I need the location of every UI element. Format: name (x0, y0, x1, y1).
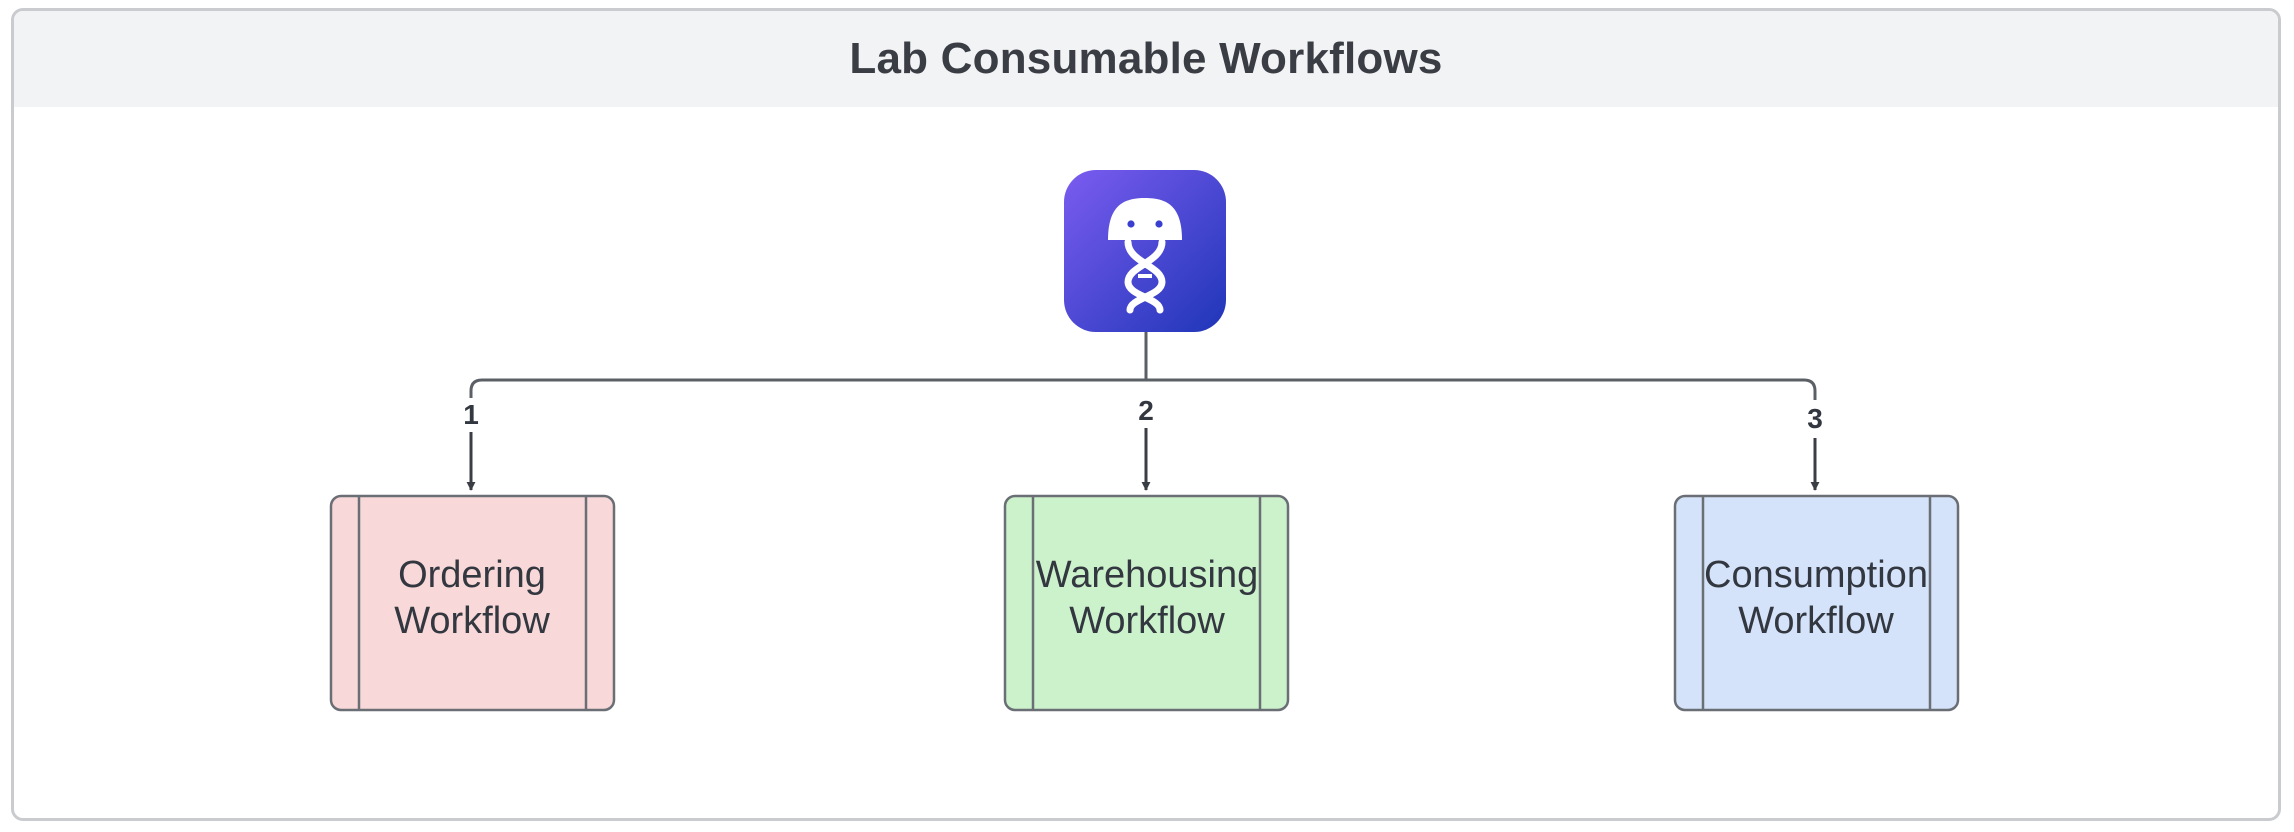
edge-label-2: 2 (1138, 395, 1154, 426)
connector-bus-right-corner (1803, 378, 1817, 392)
node-consumption-line-1: Consumption (1704, 554, 1928, 596)
edge-label-1: 1 (463, 399, 479, 430)
diagram-title: Lab Consumable Workflows (849, 34, 1443, 83)
connector-bus-left-corner (469, 378, 483, 392)
node-warehousing-line-1: Warehousing (1036, 554, 1259, 596)
node-warehousing-workflow: Warehousing Workflow (1003, 494, 1290, 712)
node-ordering-workflow: Ordering Workflow (329, 494, 616, 712)
node-warehousing-line-2: Workflow (1069, 600, 1225, 642)
node-ordering-line-1: Ordering (398, 554, 546, 596)
diagram-header: Lab Consumable Workflows (14, 11, 2278, 107)
connectors: 1 2 3 (463, 332, 1823, 491)
node-consumption-line-2: Workflow (1738, 600, 1894, 642)
edge-label-3: 3 (1807, 403, 1823, 434)
node-ordering-line-2: Workflow (394, 600, 550, 642)
node-consumption-workflow: Consumption Workflow (1673, 494, 1960, 712)
lab-scientist-dna-icon (1064, 170, 1226, 332)
